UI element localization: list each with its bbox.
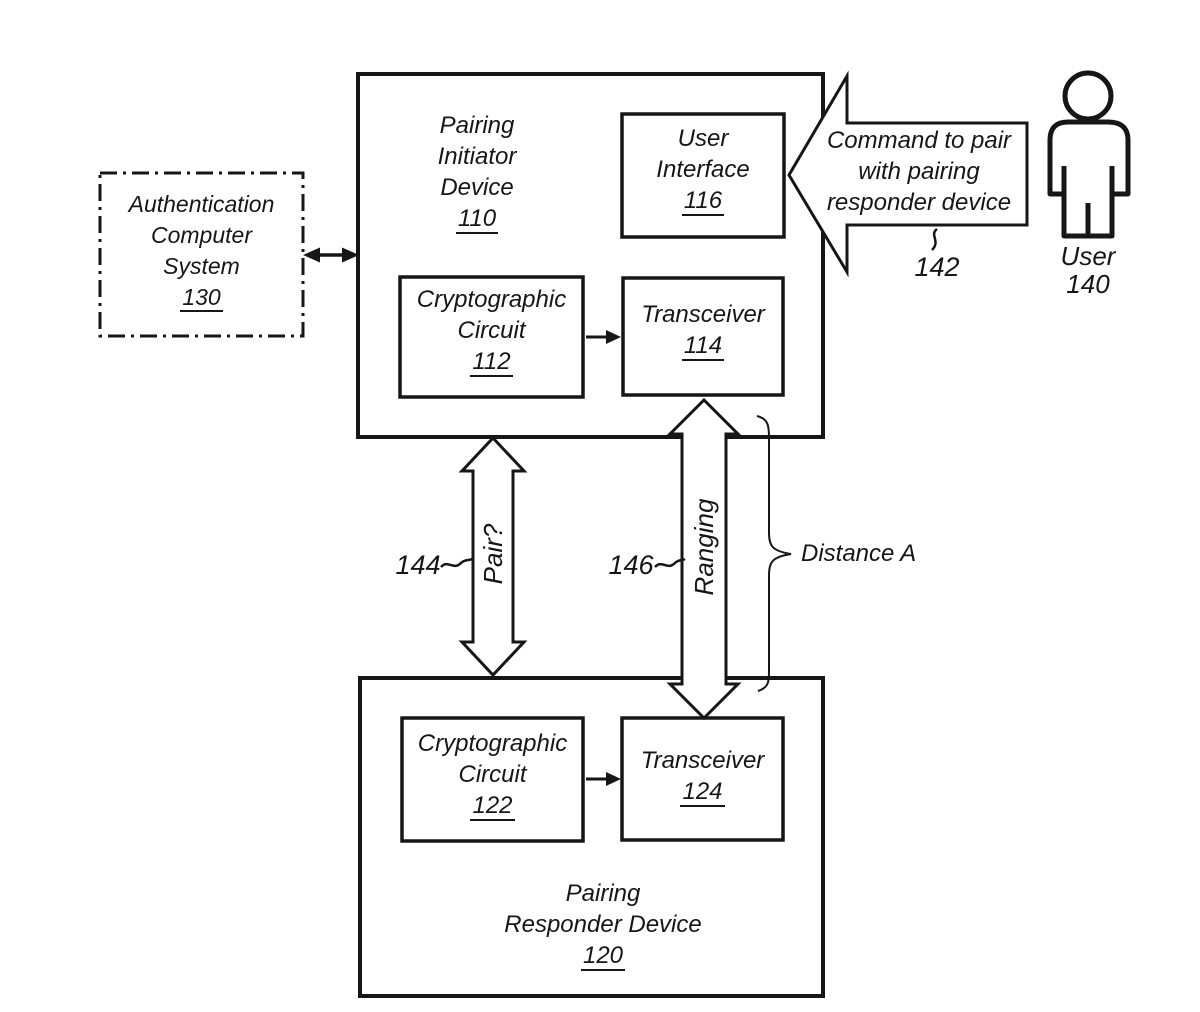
- pair-arrow-144: [458, 435, 528, 678]
- transceiver-124-line-1: Transceiver: [640, 747, 765, 774]
- auth-line-1: Authentication: [128, 191, 275, 217]
- crypto-112-box-label: Cryptographic Circuit 112: [400, 284, 583, 378]
- crypto-to-transceiver-arrow-responder: [586, 772, 621, 786]
- distance-label: Distance A: [801, 540, 917, 567]
- ranging-arrow-146: [666, 397, 742, 721]
- crypto-122-ref: 122: [402, 790, 583, 822]
- transceiver-114-line-1: Transceiver: [641, 301, 765, 328]
- transceiver-114-ref: 114: [623, 330, 783, 362]
- ui-line-1: User: [677, 125, 729, 152]
- responder-ref: 120: [420, 940, 786, 972]
- user-interface-box-label: User Interface 116: [622, 123, 784, 217]
- user-label-text: User: [1060, 241, 1116, 271]
- responder-box-label: Pairing Responder Device 120: [420, 878, 786, 972]
- auth-line-3: System: [163, 253, 240, 279]
- crypto-112-line-1: Cryptographic: [416, 286, 567, 313]
- user-interface-box: [620, 112, 786, 239]
- ui-ref: 116: [622, 185, 784, 217]
- auth-ref: 130: [100, 282, 303, 313]
- command-line-1: Command to pair: [826, 127, 1012, 154]
- ui-line-2: Interface: [656, 156, 750, 183]
- initiator-box-label: Pairing Initiator Device 110: [397, 110, 557, 235]
- crypto-112-line-2: Circuit: [457, 317, 526, 344]
- distance-brace: [756, 415, 792, 692]
- initiator-line-2: Initiator: [437, 143, 517, 170]
- auth-link-arrow: [303, 247, 359, 263]
- user-ref: 140: [1066, 269, 1110, 299]
- ref-142: 142: [914, 252, 960, 282]
- crypto-112-ref: 112: [400, 346, 583, 378]
- initiator-ref: 110: [397, 203, 557, 235]
- command-arrow-label: Command to pair with pairing responder d…: [799, 125, 1039, 218]
- command-arrow-142: [787, 70, 1029, 278]
- auth-box-label: Authentication Computer System 130: [100, 189, 303, 313]
- responder-line-2: Responder Device: [504, 911, 702, 938]
- command-line-3: responder device: [826, 189, 1012, 216]
- auth-line-2: Computer: [151, 222, 252, 248]
- pair-arrow-label: Pair?: [478, 523, 508, 585]
- crypto-122-box-label: Cryptographic Circuit 122: [402, 728, 583, 822]
- transceiver-114-box: [621, 276, 785, 397]
- crypto-122-line-1: Cryptographic: [417, 730, 568, 757]
- ref-144: 144: [395, 550, 441, 580]
- leader-squiggle-146: [654, 557, 686, 568]
- ref-146: 146: [608, 550, 654, 580]
- initiator-line-1: Pairing: [439, 112, 515, 139]
- crypto-to-transceiver-arrow-initiator: [586, 330, 621, 344]
- leader-squiggle-142: [931, 228, 938, 251]
- transceiver-114-box-label: Transceiver 114: [623, 299, 783, 362]
- user-label: User 140: [1038, 242, 1138, 298]
- ranging-arrow-label: Ranging: [689, 498, 719, 596]
- initiator-line-3: Device: [440, 174, 514, 201]
- user-icon: [1047, 70, 1131, 239]
- responder-line-1: Pairing: [565, 880, 641, 907]
- command-line-2: with pairing: [858, 158, 980, 185]
- transceiver-124-box-label: Transceiver 124: [622, 745, 783, 808]
- leader-squiggle-144: [440, 557, 473, 568]
- transceiver-124-ref: 124: [622, 776, 783, 808]
- crypto-122-line-2: Circuit: [458, 761, 527, 788]
- authentication-system-box: [98, 171, 305, 338]
